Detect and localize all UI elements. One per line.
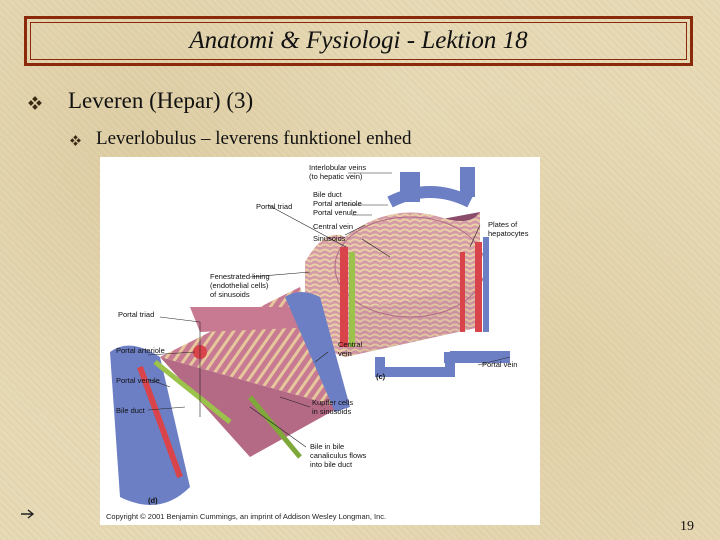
- label-central-vein-d-2: vein: [338, 349, 352, 358]
- label-fenestrated-lining: Fenestrated lining: [210, 272, 270, 281]
- label-bile-in-bile: Bile in bile: [310, 442, 344, 451]
- label-of-sinusoids: of sinusoids: [210, 290, 250, 299]
- label-in-sinusoids: in sinusoids: [312, 407, 351, 416]
- label-portal-triad-c: Portal triad: [256, 202, 292, 211]
- label-hepatocytes: hepatocytes: [488, 229, 529, 238]
- right-arrow-icon: [21, 509, 35, 519]
- page-number: 19: [680, 519, 694, 534]
- label-central-vein-d-1: Central: [338, 340, 363, 349]
- label-canaliculus-flows: canaliculus flows: [310, 451, 367, 460]
- slide-title: Anatomi & Fysiologi - Lektion 18: [189, 27, 528, 54]
- panel-label-c: (c): [376, 372, 386, 381]
- diamond-cluster-icon: [28, 96, 42, 110]
- label-portal-triad-d: Portal triad: [118, 310, 154, 319]
- label-sinusoids: Sinusoids: [313, 234, 346, 243]
- slide-heading: Leveren (Hepar) (3): [68, 88, 254, 113]
- lobule-wedge-d: [110, 287, 350, 505]
- label-endothelial-cells: (endothelial cells): [210, 281, 269, 290]
- slide-subheading: Leverlobulus – leverens funktionel enhed: [96, 128, 412, 149]
- label-portal-venule-d: Portal venule: [116, 376, 160, 385]
- label-portal-vein: Portal vein: [482, 360, 517, 369]
- slide-title-box: Anatomi & Fysiologi - Lektion 18: [24, 16, 693, 66]
- label-kupffer-cells: Kupffer cells: [312, 398, 353, 407]
- leader-lines: [147, 172, 511, 448]
- label-interlobular-veins: Interlobular veins: [309, 163, 366, 172]
- label-to-hepatic-vein: (to hepatic vein): [309, 172, 363, 181]
- label-bile-duct-c: Bile duct: [313, 190, 343, 199]
- label-central-vein-c: Central vein: [313, 222, 353, 231]
- diamond-cluster-icon: [70, 135, 81, 146]
- liver-lobule-figure: Interlobular veins (to hepatic vein) Por…: [100, 157, 540, 525]
- liver-lobule-illustration: Interlobular veins (to hepatic vein) Por…: [106, 163, 529, 521]
- label-into-bile-duct: into bile duct: [310, 460, 353, 469]
- label-portal-arteriole-c: Portal arteriole: [313, 199, 362, 208]
- label-portal-arteriole-d: Portal arteriole: [116, 346, 165, 355]
- label-bile-duct-d: Bile duct: [116, 406, 146, 415]
- label-plates-of: Plates of: [488, 220, 518, 229]
- label-portal-venule-c: Portal venule: [313, 208, 357, 217]
- panel-label-d: (d): [148, 496, 158, 505]
- figure-copyright: Copyright © 2001 Benjamin Cummings, an i…: [106, 512, 386, 521]
